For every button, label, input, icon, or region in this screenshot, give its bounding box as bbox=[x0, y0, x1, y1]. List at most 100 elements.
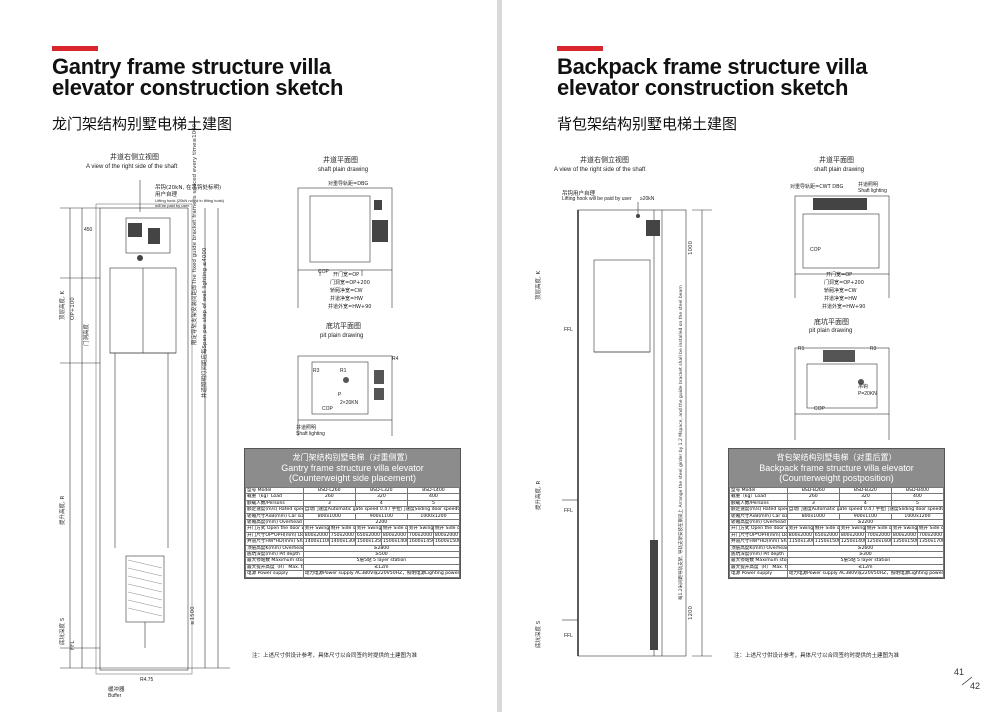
hook-label-cn: 吊钩用户自理 bbox=[562, 191, 596, 197]
spec-table-header: 背包架结构别墅电梯（对重后置） Backpack frame structure… bbox=[729, 449, 944, 487]
pit-plain-drawing bbox=[297, 355, 393, 436]
dim-1200: 1200 bbox=[688, 606, 694, 620]
label-cop-pit: COP bbox=[814, 406, 825, 412]
spec-cell: ≥2600 bbox=[786, 544, 945, 553]
spec-cell: 自动门速度Automatic gate speed 0.4 / 手拉门速度Sli… bbox=[302, 506, 461, 514]
vert-girder-label: 每1.2米间距导轨支架, 导轨支架安装在钢梁上 Arrange the stee… bbox=[679, 285, 684, 600]
spec-row-label: 轿厢尺寸AxB(mm) Car size bbox=[729, 512, 788, 521]
spec-cell: 自动门速度Automatic gate speed 0.4 / 手拉门速度Sli… bbox=[786, 506, 945, 514]
label-r1: R1 bbox=[340, 368, 347, 374]
pit-plain-title-cn: 底坑平面图 bbox=[814, 318, 849, 326]
spec-row-label: 顶层高度K(mm) Overhead depth bbox=[245, 544, 304, 553]
spec-cell: 1500x1400 bbox=[380, 538, 408, 546]
hook-label-cn2: 用户自理 bbox=[155, 192, 178, 198]
spec-cell: 750x2000 bbox=[328, 531, 356, 540]
label-hook: 吊钩 bbox=[858, 384, 869, 390]
label-shaft-plus: 井道外宽=HW+90 bbox=[822, 304, 866, 310]
shaft-plain-drawing bbox=[794, 195, 890, 298]
spec-row-label: 开门尺寸OP*OPH(mm) Door-opening size bbox=[729, 531, 788, 540]
spec-cell: ≥2800 bbox=[302, 544, 461, 553]
spec-row: 最大停站数 Maximum stopping number5层5站 5 laye… bbox=[729, 557, 945, 565]
dim-r: 提升高度, R bbox=[536, 480, 542, 510]
page-number-divider bbox=[961, 676, 973, 686]
spec-cell: 400 bbox=[890, 493, 945, 501]
spec-table: 背包架结构别墅电梯（对重后置） Backpack frame structure… bbox=[728, 448, 945, 579]
spec-cell: 旁开 Swing door bbox=[786, 525, 814, 533]
spec-cell: 650x2000 bbox=[354, 531, 382, 540]
label-cop-pit: COP bbox=[322, 406, 333, 412]
spec-row: 开门方式 Open the door way旁开 Swing door侧开 Si… bbox=[729, 525, 945, 533]
spec-cell: 旁开 Swing door bbox=[838, 525, 866, 533]
label-dbg: 对重导轨距=DBG bbox=[328, 181, 369, 187]
pit-plain-drawing bbox=[794, 347, 890, 440]
label-p: P=20KN bbox=[858, 391, 877, 397]
spec-row-label: 底坑深度(mm) Pit depth bbox=[245, 551, 304, 559]
label-cop: COP bbox=[810, 247, 821, 253]
spec-cell: 650x2000 bbox=[812, 531, 840, 540]
spec-cell: 700x2000 bbox=[864, 531, 892, 540]
label-car-width: 轿厢净宽=CW bbox=[824, 288, 857, 294]
label-lighting-en: Shaft lighting bbox=[858, 188, 887, 194]
dim-s: 底坑深度 S bbox=[536, 620, 542, 648]
dim-1500: ≥1500 bbox=[190, 606, 196, 625]
spec-row-label: 开门方式 Open the door way bbox=[729, 525, 788, 533]
spec-row-label: 电源 Power supply bbox=[729, 570, 788, 578]
pit-plain-title-en: pit plain drawing bbox=[809, 328, 853, 334]
spec-cell: 1400x1100 bbox=[302, 538, 330, 546]
spec-row: 最大停站数 Maximum stopping number5层5站 5 laye… bbox=[245, 557, 461, 565]
spec-row-label: 最大提升高度（R） Max. travel height bbox=[245, 563, 304, 572]
book-gutter bbox=[497, 0, 502, 712]
dim-ffl-bottom: FFL bbox=[564, 633, 573, 639]
hook-label-en2: will be paid by user. bbox=[155, 203, 190, 208]
spec-row-label: 井道尺寸HW*HD(mm) Shaft size bbox=[245, 538, 304, 546]
spec-cell: 700x2000 bbox=[406, 531, 434, 540]
spec-row-label: 底坑深度(mm) Pit depth bbox=[729, 551, 788, 559]
spec-cell: 5层5站 5 layer station bbox=[302, 557, 461, 565]
label-r3: R3 bbox=[313, 368, 320, 374]
hook-label-en: Lifting hook will be paid by user bbox=[562, 196, 632, 202]
label-shaft-width: 井道净宽=HW bbox=[330, 296, 363, 302]
spec-row: 轿厢高度(mm) Overhead height≥2200 bbox=[729, 518, 945, 527]
spec-row-label: 最大提升高度（R） Max. travel height bbox=[729, 563, 788, 572]
dim-k: 顶层高度, K bbox=[60, 290, 66, 320]
page-number-right: 42 bbox=[970, 681, 981, 691]
spec-row: 开门方式 Open the door way旁开 Swing door侧开 Si… bbox=[245, 525, 461, 533]
spec-cell: ≥300 bbox=[786, 551, 945, 559]
spec-row-label: 轿厢高度(mm) Overhead height bbox=[729, 518, 788, 527]
spec-row: 顶层高度K(mm) Overhead depth≥2600 bbox=[729, 544, 945, 553]
spec-cell: 5 bbox=[406, 499, 461, 508]
spec-cell: 2200 bbox=[302, 518, 461, 527]
dim-s: 底坑深度 S bbox=[60, 617, 66, 645]
label-r3: R3 bbox=[870, 346, 877, 352]
dim-450: 450 bbox=[84, 227, 93, 233]
label-kn: 2×20KN bbox=[340, 400, 359, 406]
spec-cell: 800x2000 bbox=[302, 531, 330, 540]
label-door-plus: 门洞宽=OP+200 bbox=[824, 280, 864, 286]
label-cwt: 对重导轨距=CWT DBG bbox=[790, 184, 844, 190]
vert-light-label: 井道照明灯间距应每Span per step of well lighting … bbox=[202, 247, 208, 398]
spec-note: 注：上述尺寸供设计参考，具体尺寸以合同签约时提供的土建图为准 bbox=[252, 653, 418, 659]
spec-cell: 1150x1300 bbox=[786, 538, 814, 546]
spec-cell: 1250x1400 bbox=[838, 538, 866, 546]
label-door-width: 开门宽=OP bbox=[826, 272, 853, 278]
hook-kn: ≥20kN bbox=[640, 196, 655, 202]
spec-cell: 1350x1700 bbox=[916, 538, 945, 546]
spec-cell: 1500x1350 bbox=[354, 538, 382, 546]
spec-cell: ≤12m bbox=[302, 563, 461, 572]
dim-ffl-top: FFL bbox=[564, 327, 573, 333]
spec-cell: 侧开 Side open bbox=[864, 525, 892, 533]
spec-cell: 侧开 Side open bbox=[916, 525, 945, 533]
spec-cell: 侧开 Side open bbox=[328, 525, 356, 533]
side-view-title-en: A view of the right side of the shaft bbox=[554, 167, 646, 173]
spec-row: 底坑深度(mm) Pit depth≥500 bbox=[245, 551, 461, 559]
spec-note: 注：上述尺寸供设计参考，具体尺寸以合同签约时提供的土建图为准 bbox=[734, 653, 900, 659]
